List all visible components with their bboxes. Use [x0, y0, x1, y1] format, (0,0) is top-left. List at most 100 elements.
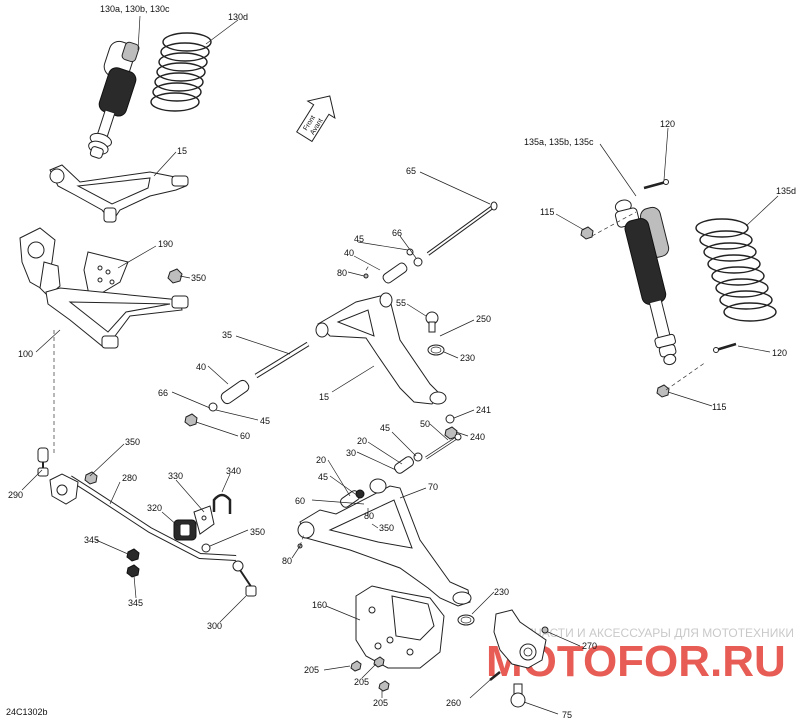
callout-300: 300: [207, 621, 222, 631]
callout-340: 340: [226, 466, 241, 476]
callout-135d: 135d: [776, 186, 796, 196]
callout-250: 250: [476, 314, 491, 324]
callout-350-lower: 350: [250, 527, 265, 537]
callout-55: 55: [396, 298, 406, 308]
callout-45-top: 45: [354, 234, 364, 244]
nut-115-bottom: [656, 384, 670, 398]
upper-a-arm-15-assembled: [49, 164, 189, 223]
shaft-35: [254, 341, 310, 379]
ball-joint-55: [425, 311, 439, 333]
front-direction-arrow: Front Avant: [296, 95, 336, 143]
bolt-120-top: [643, 179, 669, 190]
spring-135d: [695, 218, 777, 322]
bushing-320: [173, 519, 197, 541]
callout-270: 270: [582, 641, 597, 651]
drawing-code: 24C1302b: [6, 707, 48, 717]
callout-230-upper: 230: [460, 353, 475, 363]
callout-45-lower: 45: [318, 472, 328, 482]
nuts-241-240: [444, 414, 458, 440]
bolt-260: [489, 671, 501, 681]
nut-115-top: [580, 226, 594, 240]
callout-40-top: 40: [344, 248, 354, 258]
callout-15-mid: 15: [319, 392, 329, 402]
callout-50: 50: [420, 419, 430, 429]
callout-350-mid: 350: [379, 523, 394, 533]
callout-160: 160: [312, 600, 327, 610]
callout-30: 30: [346, 448, 356, 458]
shock-absorber-130: [88, 40, 140, 159]
nut-350-link: [84, 471, 98, 485]
callout-100: 100: [18, 349, 33, 359]
callout-205-left: 205: [304, 665, 319, 675]
shock-absorber-135: [614, 199, 677, 366]
circlip-230-lower: [457, 614, 475, 626]
leader-lines: [21, 15, 779, 715]
nuts-205: [350, 656, 390, 692]
spring-130d: [150, 32, 212, 112]
stabilizer-bar-280: [49, 473, 237, 561]
callout-290: 290: [8, 490, 23, 500]
link-290: [37, 447, 49, 477]
callout-350-top: 350: [191, 273, 206, 283]
callout-45-left: 45: [260, 416, 270, 426]
callout-350-link: 350: [125, 437, 140, 447]
callout-345-lower: 345: [128, 598, 143, 608]
callout-120-top: 120: [660, 119, 675, 129]
callout-345-upper: 345: [84, 535, 99, 545]
callout-20-lower: 20: [316, 455, 326, 465]
alignment-lines: [53, 211, 707, 547]
callout-15-top: 15: [177, 146, 187, 156]
callout-205-mid: 205: [354, 677, 369, 687]
bracket-330: [193, 505, 215, 535]
callout-60-lower: 60: [295, 496, 305, 506]
callout-66-lower: 66: [158, 388, 168, 398]
callout-80-lower: 80: [282, 556, 292, 566]
callout-80-mid: 80: [364, 511, 374, 521]
lower-arm-assembly-100: [19, 227, 189, 349]
bushings-upper: [363, 248, 423, 284]
nut-350-lower: [201, 543, 211, 553]
bushing-40-lower: [220, 379, 250, 405]
link-rod-300: [232, 560, 257, 597]
nuts-345: [126, 548, 140, 578]
ball-joint-75: [510, 683, 526, 708]
callout-70: 70: [428, 482, 438, 492]
callout-190: 190: [158, 239, 173, 249]
callout-240: 240: [470, 432, 485, 442]
nut-350-top: [167, 268, 183, 284]
callout-120-bottom: 120: [772, 348, 787, 358]
callout-20-upper: 20: [357, 436, 367, 446]
callout-130d: 130d: [228, 12, 248, 22]
callout-75: 75: [562, 710, 572, 720]
callout-205-bottom: 205: [373, 698, 388, 708]
bolt-120-bottom: [713, 342, 737, 353]
callout-115-top: 115: [540, 207, 554, 217]
callout-330: 330: [168, 471, 183, 481]
knuckle-270: [493, 609, 549, 669]
bolt-65: [426, 201, 498, 256]
lower-a-arm-70: [297, 478, 472, 607]
callout-260: 260: [446, 698, 461, 708]
callout-230-lower: 230: [494, 587, 509, 597]
callout-135abc: 135a, 135b, 135c: [524, 137, 594, 147]
callout-280: 280: [122, 473, 137, 483]
watermark-caption: ЗАПЧАСТИ И АКСЕССУАРЫ ДЛЯ МОТОТЕХНИКИ: [510, 626, 794, 640]
callout-80-top: 80: [337, 268, 347, 278]
u-bolt-340: [212, 493, 232, 514]
callout-130abc: 130a, 130b, 130c: [100, 4, 170, 14]
guard-plate-160: [355, 585, 445, 669]
callout-66-top: 66: [392, 228, 402, 238]
callout-241: 241: [476, 405, 491, 415]
callout-40-lower: 40: [196, 362, 206, 372]
callout-45-mid: 45: [380, 423, 390, 433]
callout-labels: 130a, 130b, 130c 130d 15 190 350 100 65 …: [6, 4, 796, 720]
bolt-50: [425, 433, 462, 460]
upper-a-arm-15: [315, 292, 447, 405]
callout-320: 320: [147, 503, 162, 513]
callout-115-bottom: 115: [712, 402, 726, 412]
callout-35: 35: [222, 330, 232, 340]
callout-60-left: 60: [240, 431, 250, 441]
washers-left: [184, 402, 218, 427]
circlip-230-upper: [427, 344, 445, 356]
